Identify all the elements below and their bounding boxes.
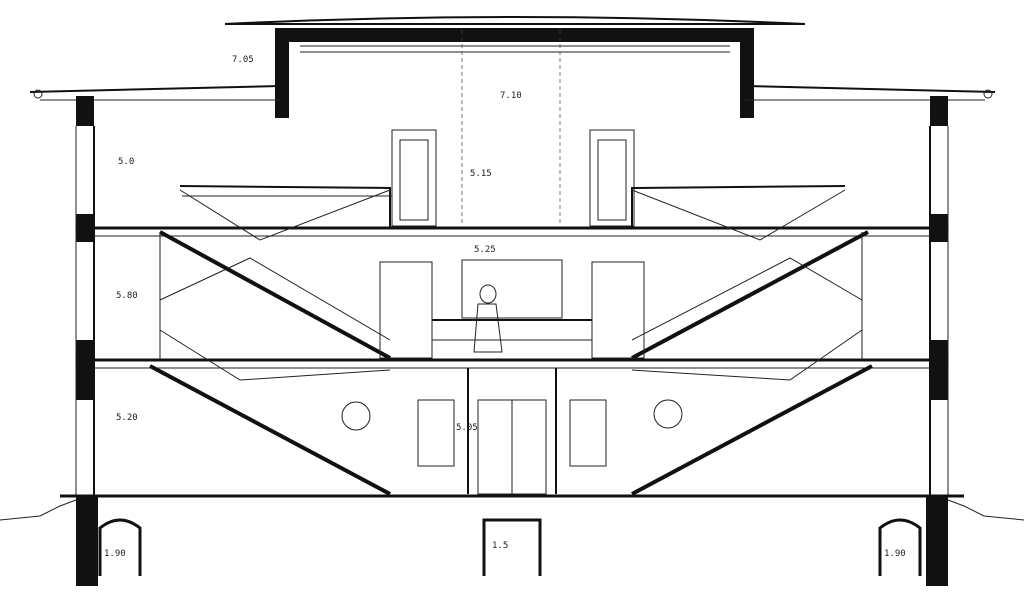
staircase-right [631,185,873,496]
outer-walls [75,96,949,495]
dim-roof-left: 7.05 [232,55,254,65]
roof-attic [224,16,806,226]
dim-basement-left: 1.90 [104,549,126,559]
upper-doors [391,129,635,227]
dim-middle-mid: 5.25 [474,245,496,255]
dim-upper-mid: 5.15 [470,169,492,179]
dim-middle-left: 5.80 [116,291,138,301]
ground-floor [341,368,683,495]
dim-lower-left: 5.20 [116,413,138,423]
basement [0,496,1024,586]
dim-lower-mid: 5.05 [456,423,478,433]
dim-basement-center: 1.5 [492,541,508,551]
staircase-left [149,185,392,496]
floor-lines [60,226,964,498]
dim-basement-right: 1.90 [884,549,906,559]
central-gallery [379,259,645,359]
dim-upper-center: 7.10 [500,91,522,101]
dimension-labels: 7.05 7.10 5.0 5.15 5.80 5.25 5.20 5.05 1… [104,55,906,559]
dim-upper-left: 5.0 [118,157,134,167]
